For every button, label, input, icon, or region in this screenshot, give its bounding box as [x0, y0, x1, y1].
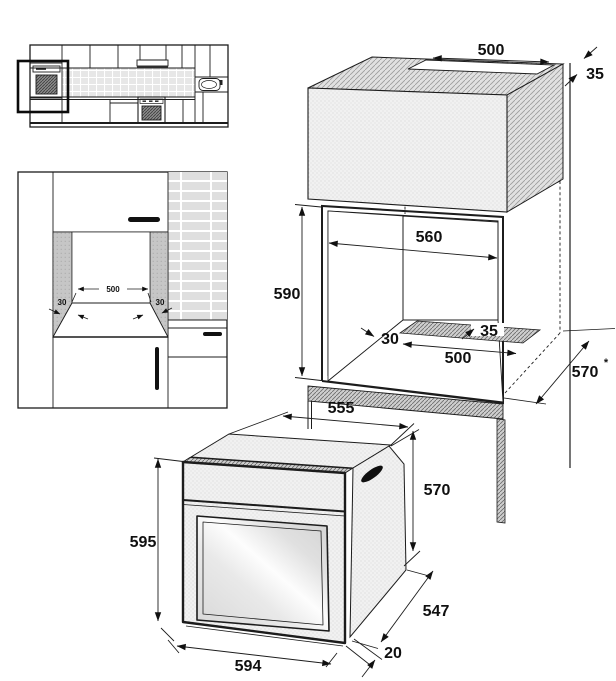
- cabinet-depth-label: 570: [572, 364, 599, 381]
- niche-floor-panel: [326, 319, 504, 403]
- lower-door-handle-icon: [155, 347, 159, 390]
- oven-front-height-label: 595: [130, 534, 157, 551]
- control-panel-separator-inner: [182, 504, 346, 517]
- upper-cabinet-front-face: [307, 87, 508, 213]
- tiled-wall: [168, 172, 227, 320]
- cabinet-vent-depth-label: 35: [480, 323, 498, 340]
- hood-icon: [136, 44, 169, 69]
- vent-width-dim: [402, 341, 517, 356]
- oven-body-width-label: 555: [328, 400, 355, 417]
- built-in-oven-icon: [30, 62, 62, 99]
- left-clearance-label: 30: [58, 298, 67, 307]
- cabinet-niche-height-label: 590: [274, 286, 301, 303]
- left-leg-lines: [307, 401, 312, 429]
- niche-back-wall: [71, 231, 151, 304]
- cabinet-vent-width-label: 500: [445, 350, 472, 367]
- top-cutout-width-dim: [432, 55, 550, 65]
- niche-width-dim: [328, 240, 498, 261]
- kitchen-overview-drawing: [16, 44, 229, 128]
- cabinet-top-cutout-width-label: 500: [478, 42, 505, 59]
- worktop-lines: [168, 319, 227, 358]
- control-panel-separator: [182, 499, 346, 513]
- body-width-dim: [282, 413, 409, 430]
- clearance-arrows: [48, 307, 173, 320]
- cabinet-3d-drawing: 500 35 560 590 30 500 35 570 *: [274, 42, 616, 524]
- drawer-handle-icon: [203, 332, 222, 336]
- cabinet-dimension-lines: [294, 46, 598, 405]
- door-clearance-arrow: [361, 659, 376, 678]
- oven-3d-drawing: 555 570 595 547 20 594: [130, 400, 451, 678]
- plinth-band: [307, 385, 504, 420]
- door-bottom-line: [185, 625, 344, 647]
- rear-gap-arrow-lower: [564, 74, 578, 87]
- backsplash-tiles: [62, 68, 195, 97]
- cabinet-depth-note: *: [604, 357, 609, 369]
- oven-location-highlight-box: [16, 59, 70, 114]
- vent-depth-label-backplate: [471, 323, 504, 336]
- cabinet-niche-width-label: 560: [416, 229, 443, 246]
- oven-body-height-label: 570: [424, 482, 451, 499]
- niche-width-dimension: [71, 286, 152, 303]
- vent-offset-arrow: [360, 327, 375, 337]
- niche-back-wall-edges: [402, 215, 499, 321]
- body-depth-dim: [380, 570, 434, 643]
- door-window: [196, 515, 330, 632]
- front-width-dim: [176, 643, 332, 667]
- rear-gap-arrow-upper: [583, 46, 598, 59]
- oven-dimension-lines: [153, 411, 434, 678]
- door-window-inner-frame: [202, 521, 324, 626]
- niche-front-view-drawing: 500 30 30: [17, 171, 228, 409]
- right-leg: [496, 418, 506, 524]
- sink-icon: [195, 76, 228, 93]
- cabinet-rear-gap-label: 35: [586, 66, 604, 83]
- niche-floor: [52, 302, 169, 338]
- cabinet-vent-offset-label: 30: [381, 331, 399, 348]
- upper-door-handle-icon: [128, 217, 160, 222]
- niche-width-label: 500: [106, 285, 120, 294]
- carry-handle-icon: [361, 465, 383, 483]
- oven-front-width-label: 594: [235, 658, 262, 675]
- niche-frame-outer: [321, 204, 504, 405]
- cabinet-depth-dim: [535, 340, 590, 405]
- right-clearance-label: 30: [156, 298, 165, 307]
- stove-icon: [137, 96, 166, 124]
- oven-side-face: [349, 445, 407, 639]
- oven-door-clearance-label: 20: [384, 645, 402, 662]
- oven-body-depth-label: 547: [423, 603, 450, 620]
- vent-depth-arrow: [461, 328, 475, 340]
